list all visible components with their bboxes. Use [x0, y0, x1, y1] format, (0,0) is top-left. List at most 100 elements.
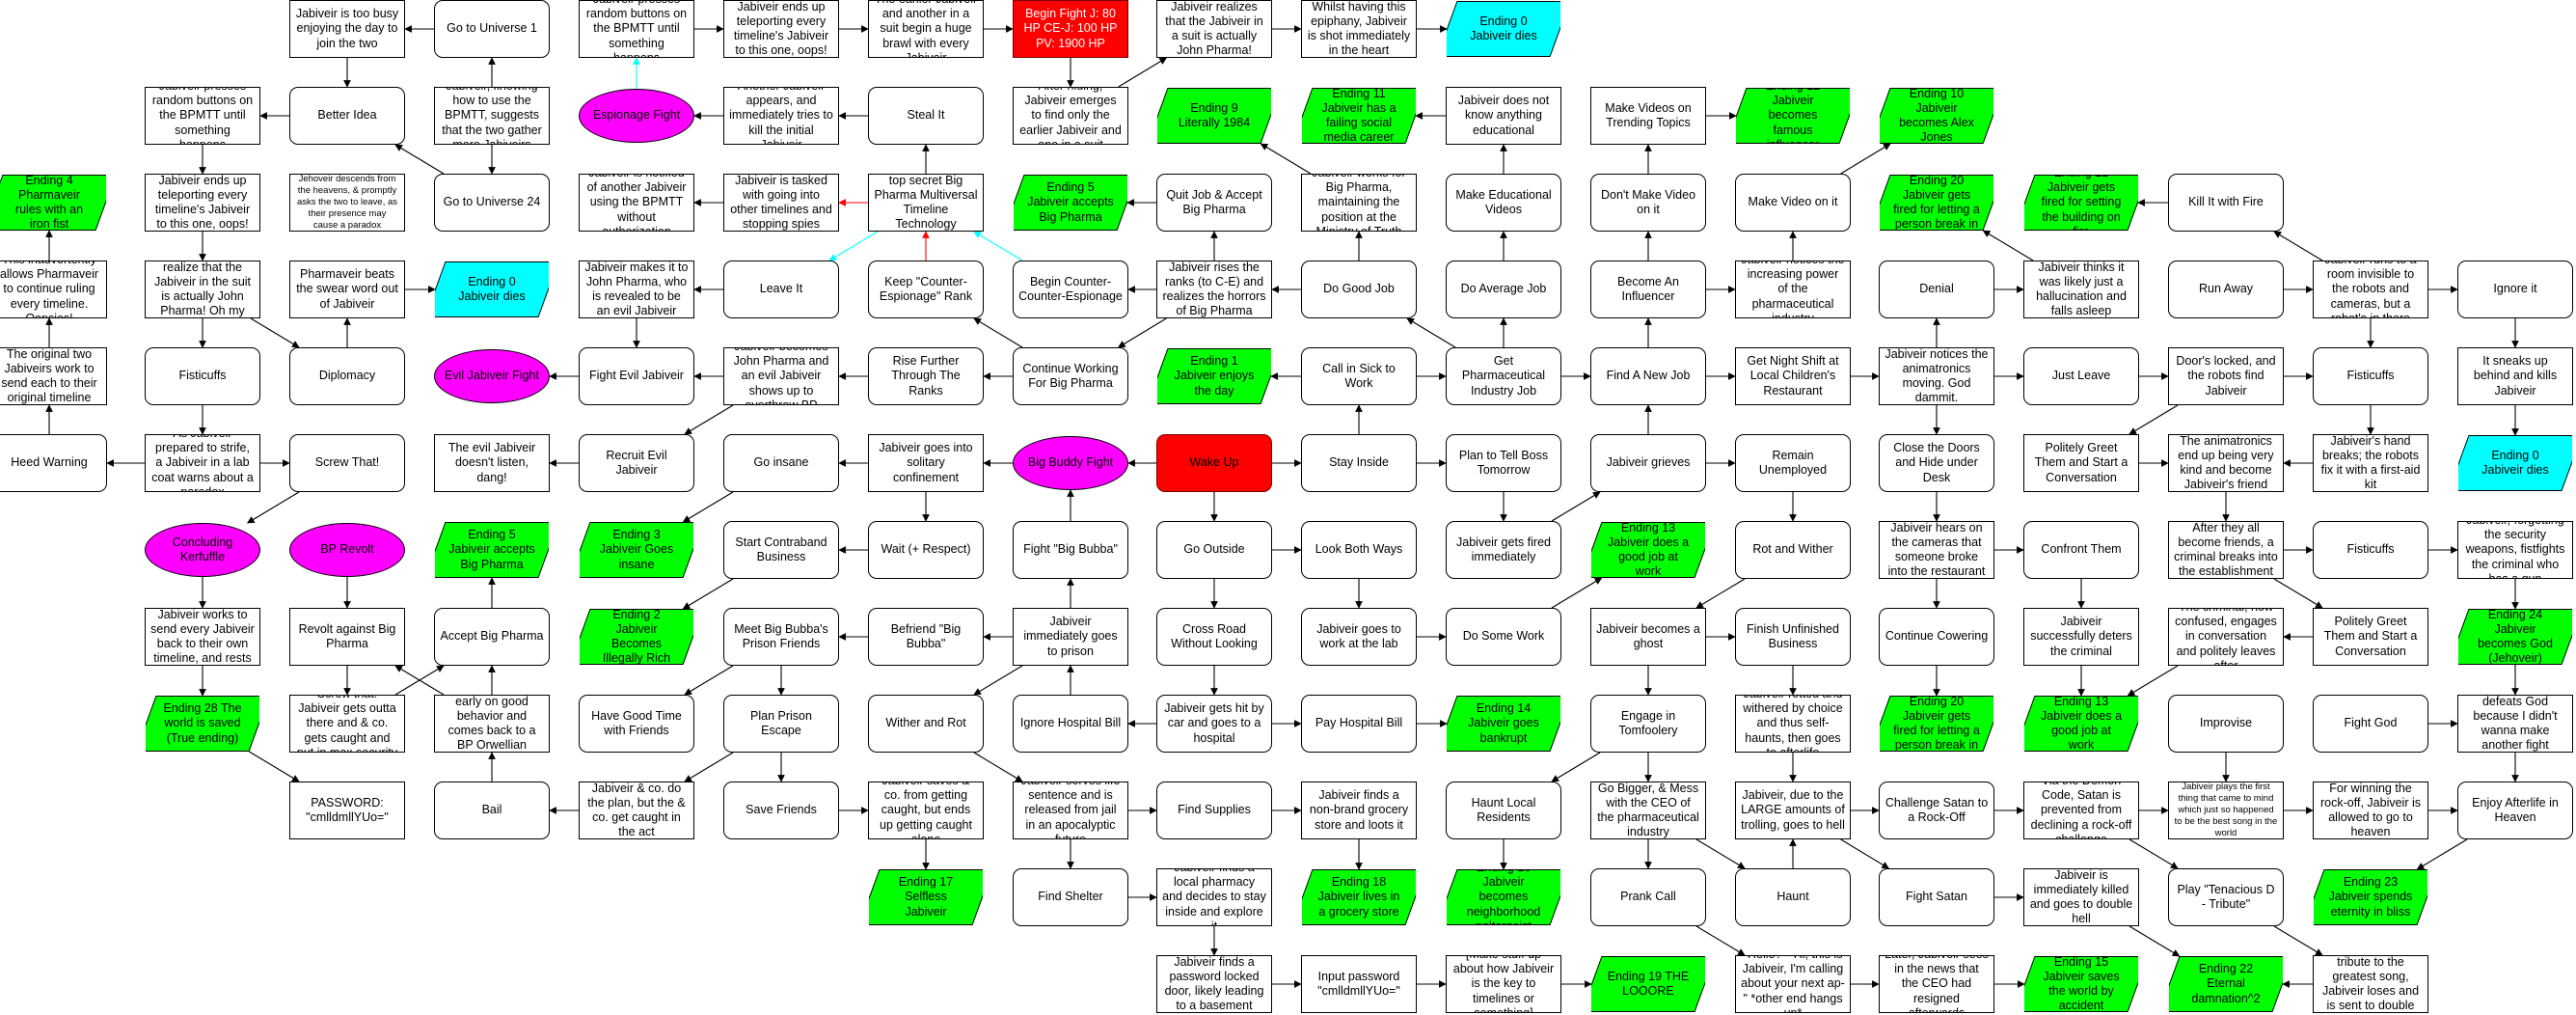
- node-label: Ending 2 Jabiveir Becomes Illegally Rich: [602, 609, 671, 665]
- node-label: Cross Road Without Looking: [1171, 621, 1258, 650]
- node-save-friends: Save Friends: [723, 782, 839, 839]
- node-end0-mid: Ending 0 Jabiveir dies: [435, 261, 549, 317]
- edge-out-early-to-revolt-bp: [394, 665, 445, 696]
- node-label: "Hello?" "Hi, this is Jabiveir, I'm call…: [1741, 956, 1845, 1013]
- node-label: Jabiveir's hand breaks; the robots fix i…: [2320, 434, 2421, 492]
- node-quit-accept: Quit Job & Accept Big Pharma: [1156, 174, 1272, 232]
- node-double-hell-k: Jabiveir is immediately killed and goes …: [2023, 868, 2139, 926]
- node-solitary: Jabiveir goes into solitary confinement: [868, 434, 984, 492]
- node-realizes-pharma: Jabiveir realizes that the Jabiveir in a…: [1156, 0, 1272, 58]
- node-label: Jabiveir makes it to John Pharma, who is…: [584, 261, 689, 318]
- node-label: Begin Counter-Counter-Espionage: [1018, 274, 1123, 303]
- node-ends-up-left: Jabiveir ends up teleporting every timel…: [145, 174, 260, 232]
- node-label: The earlier Jabiveir and another in a su…: [875, 1, 977, 58]
- node-presses-left: Jabiveir presses random buttons on the B…: [145, 87, 260, 145]
- node-label: Quit Job & Accept Big Pharma: [1166, 187, 1262, 216]
- node-steal-it: Steal It: [868, 87, 984, 145]
- node-label: Ending 15 Jabiveir saves the world by ac…: [2043, 956, 2120, 1012]
- node-immediately-prison: Jabiveir immediately goes to prison: [1013, 608, 1128, 666]
- node-revealed-evil: Jabiveir makes it to John Pharma, who is…: [579, 261, 694, 318]
- node-pay-bill: Pay Hospital Bill: [1301, 695, 1417, 753]
- node-label: Play "Tenacious D - Tribute": [2177, 882, 2275, 911]
- node-just-leave: Just Leave: [2023, 347, 2139, 405]
- node-label: Just Leave: [2051, 369, 2111, 383]
- node-end0-top: Ending 0 Jabiveir dies: [1447, 1, 1560, 57]
- node-becomes-ghost: Jabiveir becomes a ghost: [1590, 608, 1706, 666]
- node-after-hiding: After hiding, Jabiveir emerges to find o…: [1013, 87, 1128, 145]
- node-knowing-suggests: Jabiveir, knowing how to use the BPMTT, …: [434, 87, 550, 145]
- node-label: Begin Fight J: 80 HP CE-J: 100 HP PV: 19…: [1023, 7, 1118, 50]
- node-begin-counter: Begin Counter-Counter-Espionage: [1013, 261, 1128, 318]
- node-label: Wake Up: [1189, 455, 1239, 470]
- node-label: Jabiveir is immediately killed and goes …: [2029, 868, 2133, 926]
- node-label: Recruit Evil Jabiveir: [606, 448, 667, 477]
- node-label: Do Some Work: [1462, 629, 1545, 644]
- node-label: Find A New Job: [1606, 369, 1691, 383]
- node-challenge-satan: Challenge Satan to a Rock-Off: [1879, 782, 1994, 839]
- edge-after-friends-to-politely-greet-b: [2273, 578, 2323, 609]
- node-find-supplies: Find Supplies: [1156, 782, 1272, 839]
- node-label: Jabiveir works for Big Pharma, maintaini…: [1312, 175, 1405, 232]
- node-end2: Ending 2 Jabiveir Becomes Illegally Rich: [580, 609, 693, 665]
- node-local-pharmacy: Jabiveir finds a local pharmacy and deci…: [1156, 868, 1272, 926]
- node-saves-co: Jabiveir saves & co. from getting caught…: [868, 782, 984, 839]
- node-label: Jabiveir grieves: [1606, 455, 1691, 470]
- edge-go-u24-to-better-idea: [394, 144, 445, 175]
- node-label: Find Supplies: [1178, 803, 1251, 817]
- node-label: Jabiveir effortlessly defeats God becaus…: [2473, 695, 2558, 753]
- node-finish-business: Finish Unfinished Business: [1735, 608, 1851, 666]
- edge-tomfoolery-to-haunt-residents: [1551, 752, 1601, 782]
- node-label: As it is only a tribute to the greatest …: [2321, 955, 2420, 1013]
- node-label: Jehoveir descends from the heavens, & pr…: [296, 174, 398, 231]
- node-make-video: Make Video on it: [1735, 174, 1851, 232]
- edge-go-bigger-to-haunt: [1695, 838, 1746, 869]
- node-label: The original two Jabiveirs work to send …: [1, 347, 97, 405]
- node-end28: Ending 28 The world is saved (True endin…: [146, 696, 259, 752]
- node-label: Ending 0 Jabiveir dies: [458, 274, 526, 303]
- node-inadvertently: This inadvertently allows Pharmaveir to …: [0, 261, 107, 318]
- node-too-busy: Jabiveir is too busy enjoying the day to…: [289, 0, 405, 58]
- node-label: Keep "Counter-Espionage" Rank: [879, 274, 973, 303]
- node-go-outside: Go Outside: [1156, 521, 1272, 579]
- edge-tenacious-to-tribute-loses: [2273, 925, 2323, 956]
- node-label: Jabiveir, knowing how to use the BPMTT, …: [442, 88, 542, 145]
- node-label: Start Contraband Business: [735, 535, 827, 563]
- node-label: Ignore it: [2493, 282, 2537, 296]
- node-ignore-it: Ignore it: [2457, 261, 2573, 318]
- node-out-early: Jabiveir gets out early on good behavior…: [434, 695, 550, 753]
- node-label: Ending 13 Jabiveir does a good job at wo…: [1607, 522, 1690, 578]
- node-input-password: Input password "cmlldmllYUo=": [1301, 955, 1417, 1013]
- edge-prank-call-to-hello-call: [1695, 925, 1746, 956]
- node-fight-evil: Fight Evil Jabiveir: [579, 347, 694, 405]
- node-label: Ending 20 Jabiveir gets fired for lettin…: [1893, 175, 1980, 231]
- node-label: Make Educational Videos: [1455, 187, 1552, 216]
- node-label: Look Both Ways: [1315, 542, 1403, 557]
- node-label: Fight "Big Bubba": [1023, 542, 1118, 557]
- edge-get-pharma-to-do-good: [1406, 317, 1456, 348]
- node-label: Stay Inside: [1329, 455, 1389, 470]
- node-label: Ending 0 Jabiveir dies: [1470, 14, 1537, 42]
- node-label: Jabiveir finds a non-brand grocery store…: [1309, 788, 1409, 832]
- node-hears-someone: Jabiveir hears on the cameras that someo…: [1879, 521, 1994, 579]
- node-stay-inside: Stay Inside: [1301, 434, 1417, 492]
- node-rotted: Jabiveir rotted and withered by choice a…: [1735, 695, 1851, 753]
- node-continue-cowering: Continue Cowering: [1879, 608, 1994, 666]
- node-label: Jabiveir goes into solitary confinement: [879, 441, 973, 484]
- node-end13b: Ending 13 Jabiveir does a good job at wo…: [2024, 696, 2138, 752]
- node-label: Jabiveir ends up teleporting every timel…: [733, 0, 829, 58]
- node-label: Challenge Satan to a Rock-Off: [1885, 795, 1989, 824]
- node-label: Jabiveir becomes a ghost: [1596, 621, 1700, 650]
- node-plays-first: Jabiveir plays the first thing that came…: [2168, 782, 2284, 839]
- edge-immediately-prison-to-wither-rot: [973, 665, 1023, 696]
- node-label: Jabiveir does not know anything educatio…: [1457, 94, 1550, 137]
- edge-large-trolling-to-fight-satan: [1840, 838, 1889, 869]
- node-label: The animatronics end up being very kind …: [2178, 434, 2274, 492]
- node-label: Do Good Job: [1323, 282, 1395, 296]
- node-kill-fire: Kill It with Fire: [2168, 174, 2284, 232]
- node-label: Jabiveir finds a local pharmacy and deci…: [1162, 869, 1266, 926]
- node-label: Ending 24 Jabiveir becomes God (Jehoveir…: [2478, 609, 2553, 665]
- node-label: Jabiveir immediately goes to prison: [1023, 615, 1118, 658]
- node-label: Go to Universe 24: [443, 195, 541, 209]
- node-label: Ending 11 Jabiveir has a failing social …: [1321, 88, 1396, 144]
- edge-meet-friends-to-have-good-time: [684, 665, 734, 696]
